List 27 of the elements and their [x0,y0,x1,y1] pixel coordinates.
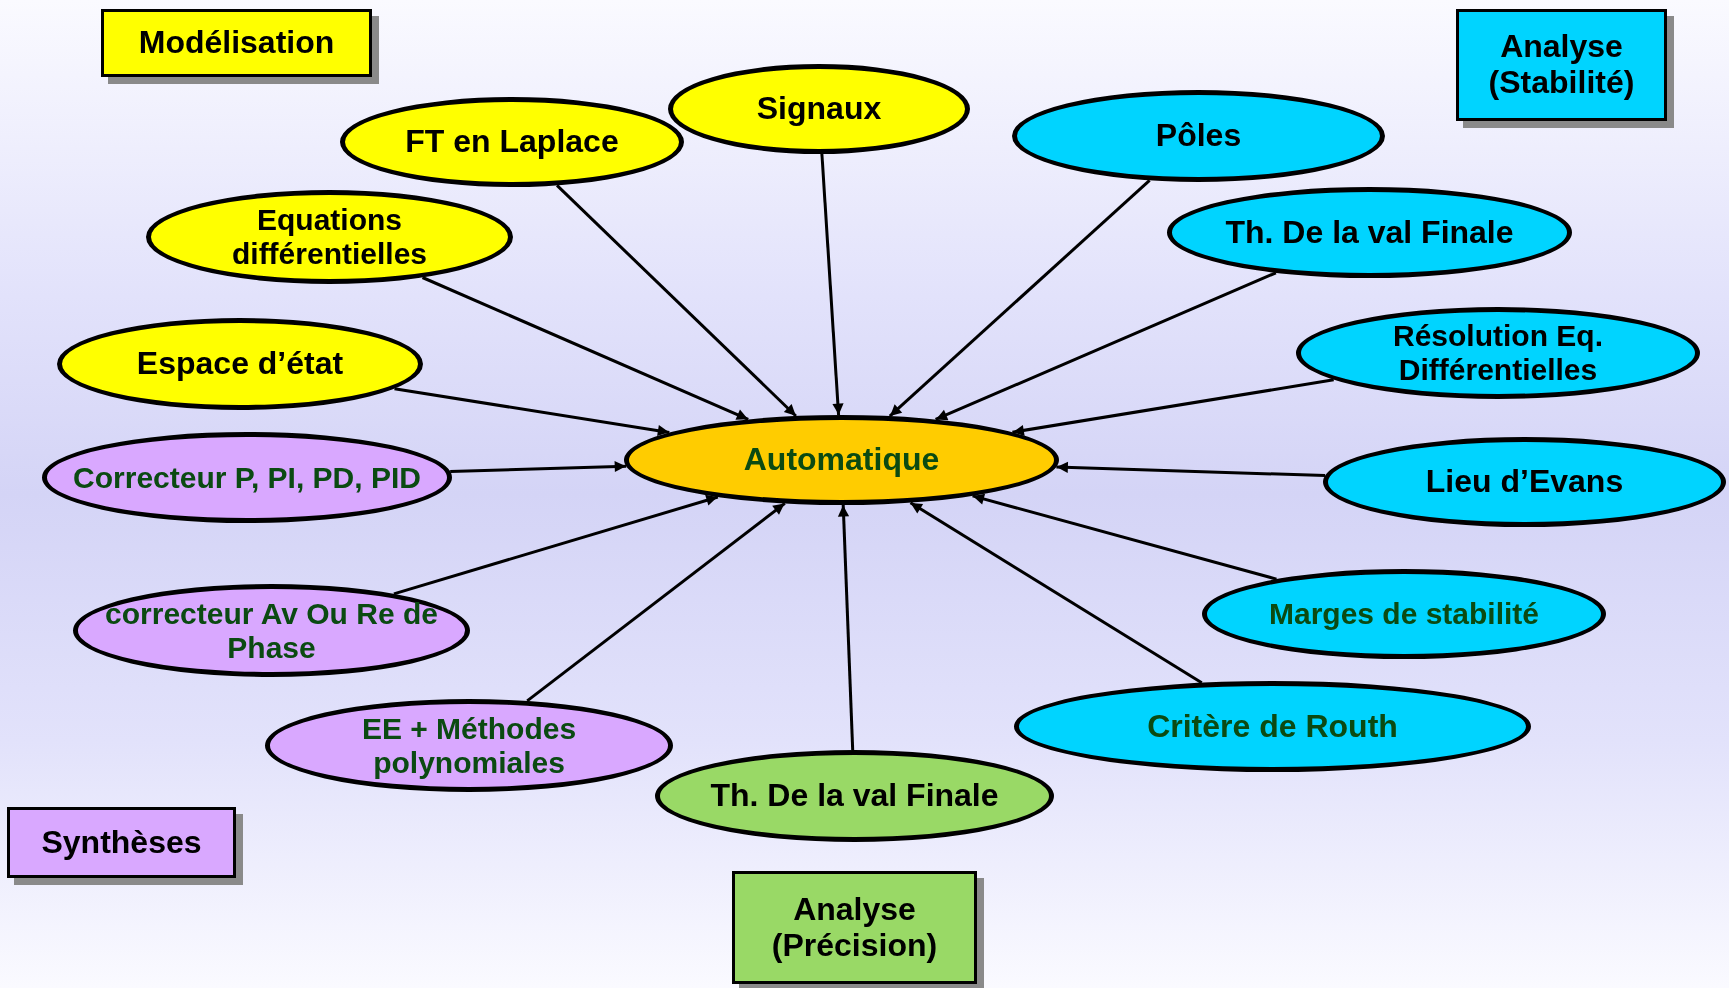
node-label: Lieu d’Evans [1424,464,1625,500]
node-label: Th. De la val Finale [709,778,1000,814]
node-label: EE + Méthodes polynomiales [360,711,578,780]
node-label: Th. De la val Finale [1224,214,1515,251]
arrow [450,460,627,473]
node-label: Résolution Eq. Différentielles [1392,319,1604,387]
arrow [820,153,844,416]
arrow [393,494,719,596]
arrow [837,504,855,751]
node-label: Critère de Routh [1146,708,1399,745]
node-label: Automatique [742,442,941,478]
node-label: Marges de stabilité [1267,597,1541,631]
node-label: Analyse (Stabilité) [1487,29,1636,101]
node-label: Equations différentielles [230,203,429,271]
node-label: Espace d’état [135,346,345,382]
node-label: Analyse (Précision) [770,891,939,964]
node-label: Modélisation [137,25,336,61]
node-label: correcteur Av Ou Re de Phase [104,596,439,665]
node-label: Signaux [755,91,883,127]
arrow [1056,461,1326,478]
arrow [972,493,1277,581]
node-label: FT en Laplace [404,124,620,160]
node-label: Correcteur P, PI, PD, PID [72,460,422,495]
node-label: Synthèses [40,824,203,861]
arrow [394,387,670,437]
node-label: Pôles [1154,118,1243,154]
arrow [1012,378,1334,436]
